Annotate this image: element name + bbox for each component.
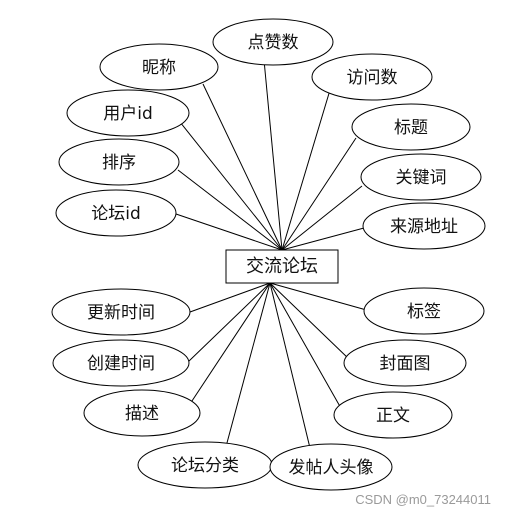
connector-line <box>281 185 363 251</box>
connector-line <box>189 282 271 313</box>
connector-line <box>187 282 271 363</box>
attribute-ellipse: 创建时间 <box>52 339 190 387</box>
attribute-ellipse: 标签 <box>363 287 485 335</box>
connector-line <box>281 137 357 251</box>
attribute-label: 用户id <box>103 104 153 124</box>
connector-line <box>269 282 311 449</box>
attribute-label: 封面图 <box>380 354 431 374</box>
attribute-label: 更新时间 <box>87 303 155 323</box>
attribute-label: 正文 <box>376 406 410 426</box>
attribute-label: 昵称 <box>142 58 176 78</box>
entity-box: 交流论坛 <box>225 249 339 284</box>
attribute-ellipse: 发帖人头像 <box>269 443 393 491</box>
attribute-label: 标题 <box>394 118 428 138</box>
attribute-ellipse: 正文 <box>333 391 453 439</box>
attribute-ellipse: 排序 <box>58 138 180 186</box>
watermark: CSDN @m0_73244011 <box>355 492 491 507</box>
attribute-ellipse: 更新时间 <box>51 288 191 336</box>
connector-line <box>202 83 283 251</box>
attribute-label: 点赞数 <box>248 33 299 53</box>
attribute-ellipse: 论坛分类 <box>137 441 273 489</box>
connector-line <box>269 282 351 361</box>
connector-line <box>223 282 271 455</box>
attribute-label: 描述 <box>125 404 159 424</box>
entity-label: 交流论坛 <box>246 256 318 277</box>
attribute-label: 论坛id <box>91 204 141 224</box>
attribute-ellipse: 封面图 <box>343 339 467 387</box>
attribute-ellipse: 论坛id <box>55 189 177 237</box>
attribute-ellipse: 来源地址 <box>362 202 486 250</box>
connector-line <box>281 89 331 251</box>
attribute-ellipse: 点赞数 <box>212 18 334 66</box>
attribute-label: 关键词 <box>396 168 447 188</box>
attribute-label: 论坛分类 <box>171 456 239 476</box>
connector-line <box>281 227 365 251</box>
attribute-ellipse: 描述 <box>83 389 201 437</box>
connector-line <box>263 59 283 251</box>
attribute-label: 标签 <box>407 302 441 322</box>
attribute-label: 来源地址 <box>390 217 458 237</box>
attribute-ellipse: 关键词 <box>360 153 482 201</box>
connector-line <box>177 169 283 251</box>
attribute-label: 发帖人头像 <box>289 458 374 478</box>
attribute-ellipse: 标题 <box>351 103 471 151</box>
attribute-label: 访问数 <box>347 68 398 88</box>
connector-line <box>269 282 371 312</box>
attribute-ellipse: 用户id <box>66 89 190 137</box>
attribute-ellipse: 昵称 <box>99 43 219 91</box>
connector-line <box>179 121 283 251</box>
connector-line <box>175 213 283 251</box>
attribute-label: 创建时间 <box>87 354 155 374</box>
connector-line <box>185 282 271 411</box>
attribute-label: 排序 <box>102 153 136 173</box>
attribute-ellipse: 访问数 <box>311 53 433 101</box>
connector-line <box>269 282 343 411</box>
